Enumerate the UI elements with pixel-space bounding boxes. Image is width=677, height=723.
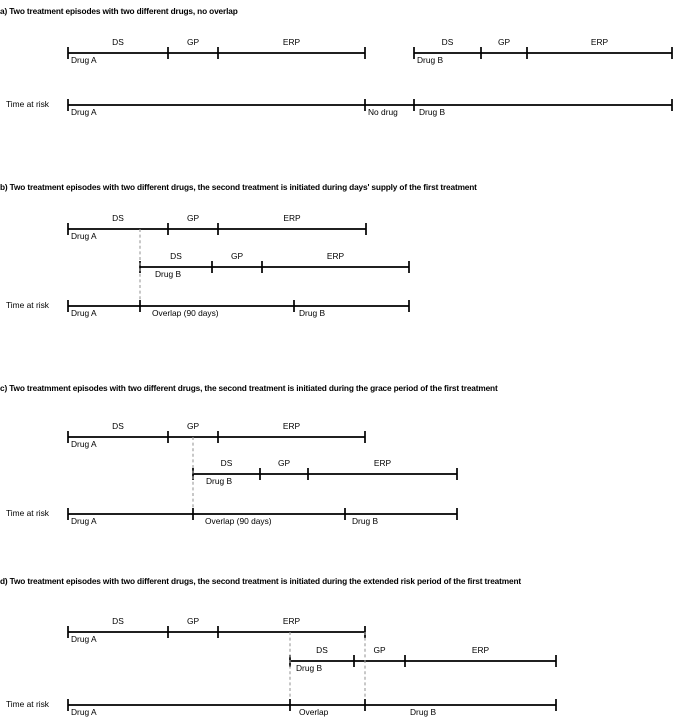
a-time-at-risk-period-label: Drug B <box>419 107 446 117</box>
d-drug-a-episode-segment-label: GP <box>186 616 200 626</box>
c-drug-b-episode-drug-label: Drug B <box>206 476 233 486</box>
a-drug-a-episode-segment-label: ERP <box>282 37 301 47</box>
d-drug-b-episode-segment-label: ERP <box>471 645 490 655</box>
b-drug-a-episode-segment-label: GP <box>186 213 200 223</box>
c-drug-b-episode-segment-label: GP <box>277 458 291 468</box>
d-drug-b-episode-drug-label: Drug B <box>296 663 323 673</box>
panel-title-a: a) Two treatment episodes with two diffe… <box>0 6 238 16</box>
c-drug-a-episode-segment-label: GP <box>186 421 200 431</box>
d-time-at-risk-row-label: Time at risk <box>6 699 49 709</box>
a-time-at-risk-period-label: Drug A <box>71 107 97 117</box>
a-time-at-risk-row-label: Time at risk <box>6 99 49 109</box>
d-drug-b-episode-segment-label: GP <box>373 645 386 655</box>
a-drug-b-episode-segment-label: DS <box>441 37 454 47</box>
panel-title-c: c) Two treatmment episodes with two diff… <box>0 383 498 393</box>
d-time-at-risk-period-label: Drug A <box>71 707 97 717</box>
b-drug-a-episode-segment-label: ERP <box>283 213 301 223</box>
d-drug-a-episode-segment-label: ERP <box>282 616 301 626</box>
c-drug-a-episode-segment-label: ERP <box>282 421 301 431</box>
d-drug-b-episode-segment-label: DS <box>316 645 328 655</box>
a-drug-b-episode-segment-label: ERP <box>590 37 609 47</box>
c-drug-b-episode-segment-label: DS <box>220 458 233 468</box>
b-time-at-risk-period-label: Overlap (90 days) <box>152 308 219 318</box>
a-drug-a-episode-segment-label: DS <box>112 37 124 47</box>
b-drug-b-episode-drug-label: Drug B <box>155 269 182 279</box>
c-drug-a-episode-drug-label: Drug A <box>71 439 97 449</box>
b-drug-a-episode-segment-label: DS <box>112 213 124 223</box>
d-time-at-risk-period-label: Drug B <box>410 707 437 717</box>
b-drug-b-episode-segment-label: ERP <box>326 251 345 261</box>
b-drug-b-episode-segment-label: DS <box>170 251 182 261</box>
c-drug-a-episode-segment-label: DS <box>112 421 124 431</box>
b-drug-a-episode-drug-label: Drug A <box>71 231 97 241</box>
panel-title-b: b) Two treatment episodes with two diffe… <box>0 182 477 192</box>
a-time-at-risk-period-label: No drug <box>368 107 398 117</box>
panel-title-d: d) Two treatment episodes with two diffe… <box>0 576 521 586</box>
d-time-at-risk-period-label: Overlap <box>299 707 329 717</box>
a-drug-b-episode-segment-label: GP <box>497 37 511 47</box>
c-time-at-risk-period-label: Drug B <box>352 516 379 526</box>
a-drug-b-episode-drug-label: Drug B <box>417 55 444 65</box>
b-drug-b-episode-segment-label: GP <box>230 251 244 261</box>
d-drug-a-episode-drug-label: Drug A <box>71 634 97 644</box>
a-drug-a-episode-drug-label: Drug A <box>71 55 97 65</box>
c-time-at-risk-period-label: Overlap (90 days) <box>205 516 272 526</box>
b-time-at-risk-row-label: Time at risk <box>6 300 49 310</box>
c-time-at-risk-row-label: Time at risk <box>6 508 49 518</box>
b-time-at-risk-period-label: Drug B <box>299 308 326 318</box>
c-drug-b-episode-segment-label: ERP <box>373 458 392 468</box>
a-drug-a-episode-segment-label: GP <box>186 37 200 47</box>
c-time-at-risk-period-label: Drug A <box>71 516 97 526</box>
d-drug-a-episode-segment-label: DS <box>112 616 124 626</box>
b-time-at-risk-period-label: Drug A <box>71 308 97 318</box>
